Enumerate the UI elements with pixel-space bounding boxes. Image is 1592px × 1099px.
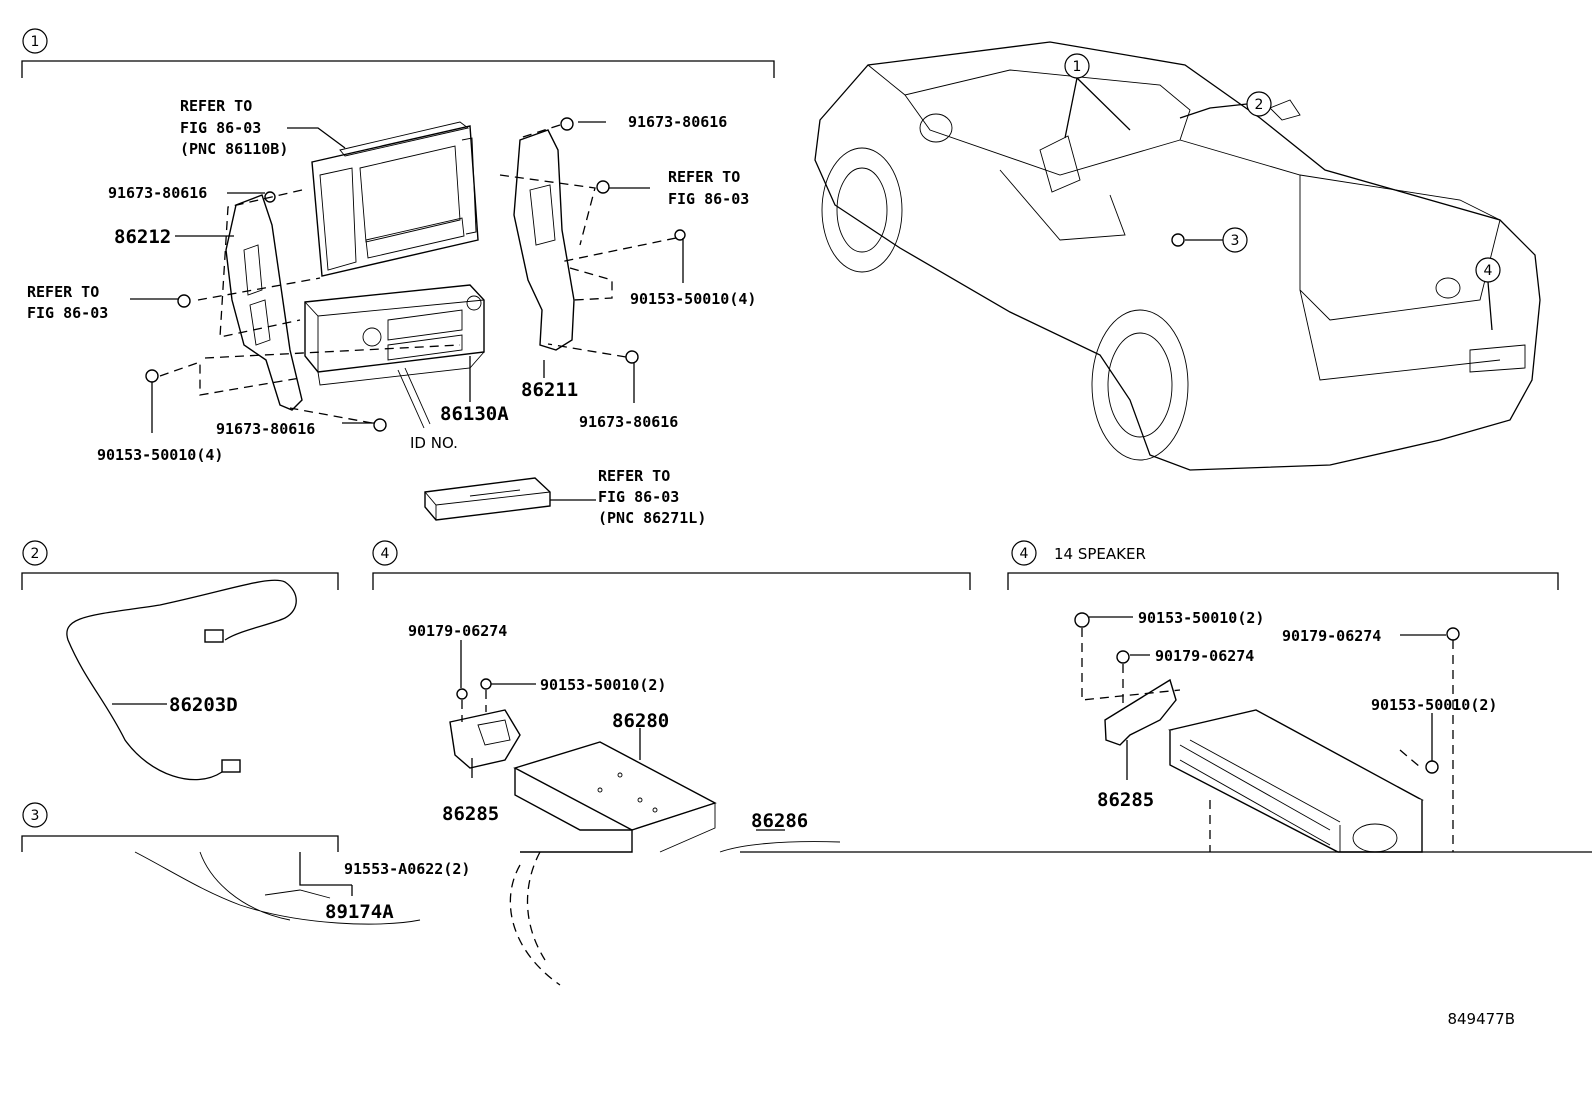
bracket-86285b-drawing	[1104, 678, 1177, 746]
cable-86203D-drawing	[66, 579, 297, 781]
section-4-bracket	[372, 572, 971, 590]
leader-lines-1	[130, 121, 684, 433]
bolt-icon	[1074, 612, 1090, 628]
part-90179-mid: 90179-06274	[1155, 647, 1254, 665]
part-90153-top: 90153-50010(2)	[1138, 609, 1264, 627]
figure-id: 849477B	[1447, 1010, 1515, 1028]
section-marker-3-label: 3	[31, 808, 40, 824]
section-marker-1-label: 1	[31, 34, 40, 50]
bolt-icon	[1425, 760, 1439, 774]
section-2-bracket	[21, 572, 339, 590]
part-86286: 86286	[751, 810, 808, 832]
part-86211: 86211	[521, 379, 578, 401]
part-90153: 90153-50010(2)	[540, 676, 666, 694]
part-91673-top-left: 91673-80616	[108, 184, 207, 202]
bracket-86285-drawing	[449, 709, 521, 769]
part-91673-right-lower: 91673-80616	[579, 413, 678, 431]
section-4-14-speaker: 4 14 SPEAKER 90153-50010(2) 90179-06274 …	[1007, 540, 1559, 853]
section-marker-2-label: 2	[31, 546, 40, 562]
audio-unit-drawing	[304, 284, 485, 429]
section-2: 2 86203D	[21, 540, 339, 781]
section-4b-title: 14 SPEAKER	[1054, 545, 1146, 563]
part-91673-bottom: 91673-80616	[216, 420, 315, 438]
assembly-lines-1	[159, 124, 677, 424]
bolt-icons	[145, 117, 686, 432]
ref-module-line3: (PNC 86271L)	[598, 509, 706, 527]
nut-icon	[1446, 627, 1460, 641]
car-callout-3: 3	[1231, 233, 1240, 249]
section-4b-bracket	[1007, 572, 1559, 590]
bracket-86211-drawing	[513, 129, 575, 351]
amplifier-86280-drawing	[513, 741, 717, 853]
module-86271L-drawing	[424, 477, 551, 521]
section-1: 1	[21, 28, 775, 527]
section-1-bracket	[21, 60, 775, 78]
id-no-label: ID NO.	[410, 434, 458, 452]
nut-icon	[456, 688, 468, 700]
part-86285b: 86285	[1097, 789, 1154, 811]
part-86280: 86280	[612, 710, 669, 732]
part-91553: 91553-A0622(2)	[344, 860, 470, 878]
section-3-bracket	[21, 835, 339, 852]
bracket-86212-drawing	[225, 194, 303, 411]
section-marker-1	[22, 28, 48, 54]
part-86285: 86285	[442, 803, 499, 825]
ref-module-line1: REFER TO	[598, 467, 670, 485]
part-86212: 86212	[114, 226, 171, 248]
part-90179: 90179-06274	[408, 622, 507, 640]
part-90179-right: 90179-06274	[1282, 627, 1381, 645]
ref-display-line1: REFER TO	[180, 97, 252, 115]
part-90153-right: 90153-50010(2)	[1371, 696, 1497, 714]
ref-right-line1: REFER TO	[668, 168, 740, 186]
connector-icon	[221, 759, 241, 773]
connector-icon	[204, 629, 224, 643]
section-4: 4 90179-06274 90153-50010(2) 86280 86285…	[372, 540, 971, 853]
section-marker-4b	[1011, 540, 1037, 566]
ref-right-line2: FIG 86-03	[668, 190, 749, 208]
section-marker-3	[22, 802, 48, 828]
part-86203D: 86203D	[169, 694, 238, 716]
car-callout-4: 4	[1484, 263, 1493, 279]
section-marker-4	[372, 540, 398, 566]
ref-display-line3: (PNC 86110B)	[180, 140, 288, 158]
amplifier-14sp-drawing	[1168, 709, 1424, 853]
ref-module-line2: FIG 86-03	[598, 488, 679, 506]
section-marker-4-label: 4	[381, 546, 390, 562]
part-91673-top-right: 91673-80616	[628, 113, 727, 131]
bumper-drawing	[134, 851, 421, 925]
part-90153-left: 90153-50010(4)	[97, 446, 223, 464]
car-callout-1: 1	[1073, 59, 1082, 75]
car-overview: 1 2 3 4	[814, 41, 1541, 471]
part-89174A: 89174A	[325, 901, 394, 923]
display-panel-drawing	[311, 121, 479, 277]
section-3: 3 91553-A0622(2) 89174A	[21, 802, 561, 986]
part-86130A: 86130A	[440, 403, 509, 425]
car-callout-2: 2	[1255, 97, 1264, 113]
ref-left-line1: REFER TO	[27, 283, 99, 301]
ref-left-line2: FIG 86-03	[27, 304, 108, 322]
section-marker-2	[22, 540, 48, 566]
ref-display-line2: FIG 86-03	[180, 119, 261, 137]
nut-icon	[1116, 650, 1130, 664]
part-90153-right: 90153-50010(4)	[630, 290, 756, 308]
section-marker-4b-label: 4	[1020, 546, 1029, 562]
bolt-icon	[480, 678, 492, 690]
